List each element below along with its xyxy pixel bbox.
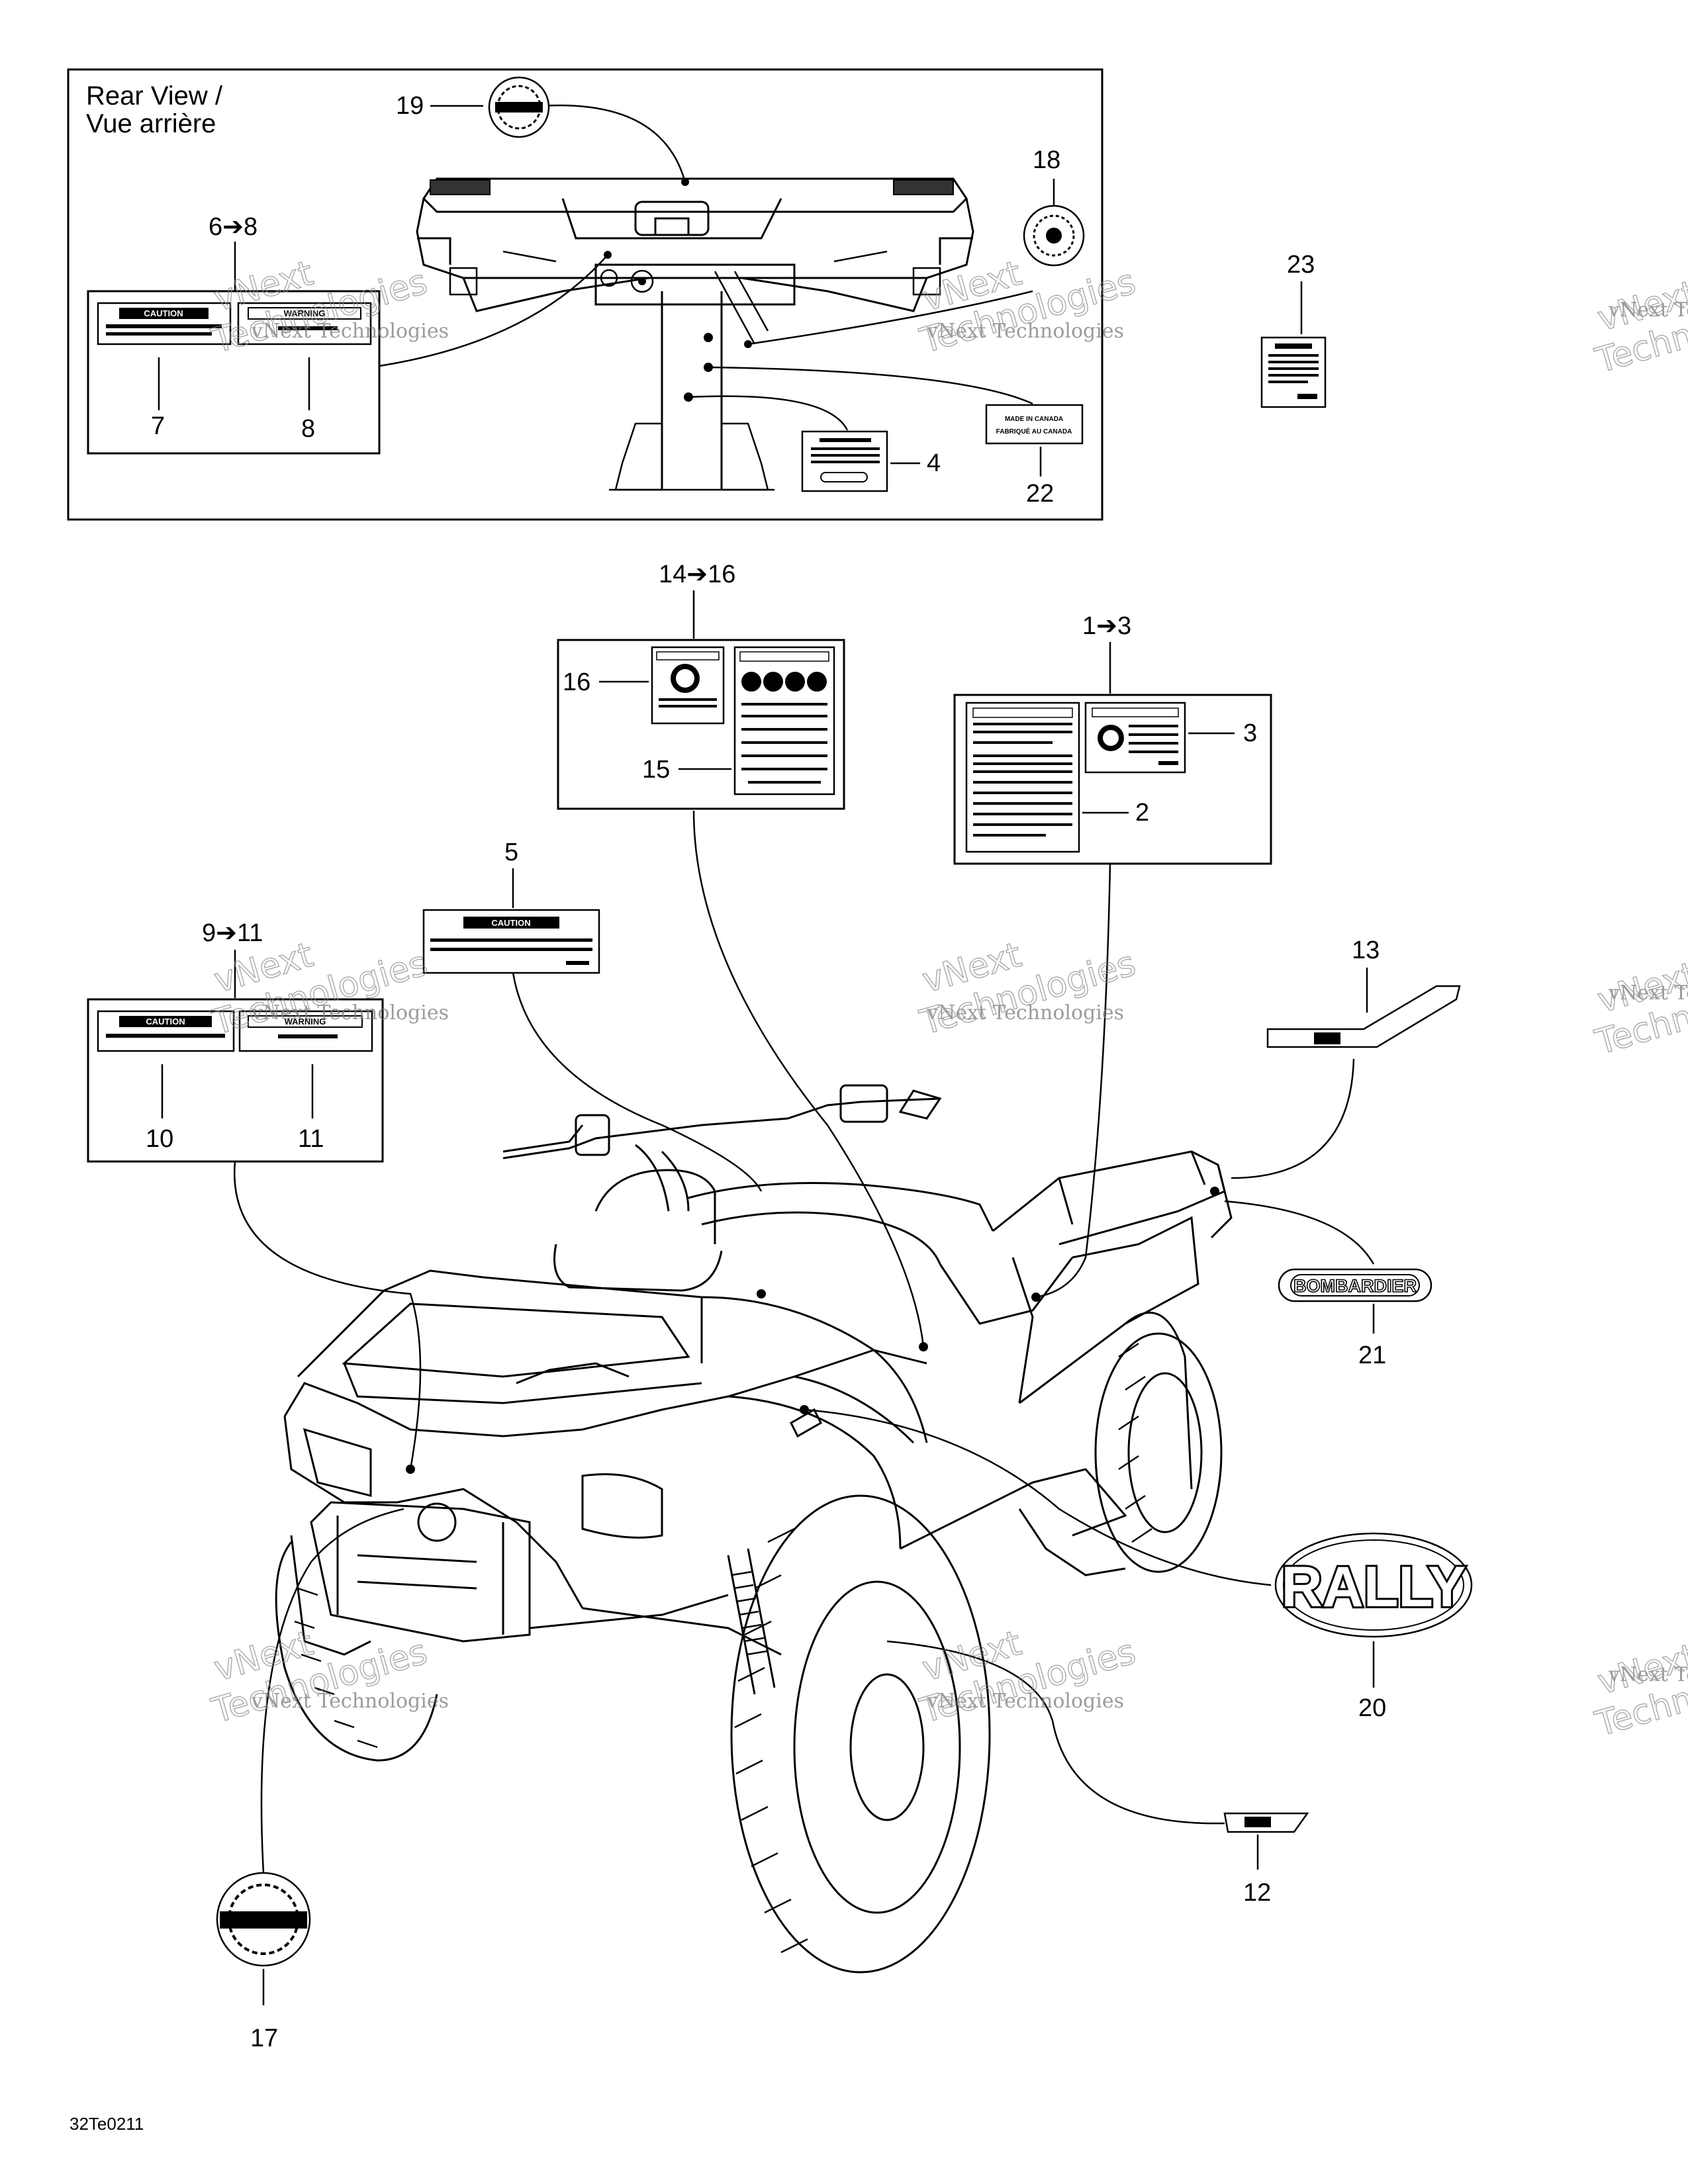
svg-text:vNext Technologies: vNext Technologies [926, 1001, 1124, 1024]
decal-5-caution: CAUTION [422, 909, 600, 974]
leader-4 [688, 395, 849, 431]
svg-text:MADE IN CANADA: MADE IN CANADA [1005, 416, 1063, 423]
leader-12 [886, 1640, 1225, 1825]
callout-3: 3 [1243, 719, 1257, 747]
callout-8: 8 [301, 415, 315, 443]
callout-20: 20 [1358, 1694, 1386, 1722]
svg-text:CAUTION: CAUTION [144, 308, 183, 318]
svg-text:BOMBARDIER: BOMBARDIER [1293, 1276, 1417, 1296]
callout-23: 23 [1287, 251, 1315, 279]
callout-6-8: 6➔8 [209, 213, 258, 241]
callout-18: 18 [1033, 146, 1060, 174]
svg-text:FABRIQUÉ AU CANADA: FABRIQUÉ AU CANADA [996, 427, 1072, 435]
decal-18-round-badge [1023, 205, 1085, 267]
callout-12: 12 [1243, 1879, 1271, 1907]
decal-7-caution: CAUTION [97, 302, 232, 345]
leader-13 [1231, 1058, 1355, 1179]
callout-11: 11 [298, 1125, 324, 1153]
callout-7: 7 [151, 412, 165, 440]
callout-13: 13 [1352, 936, 1380, 964]
callout-17: 17 [250, 2025, 278, 2052]
svg-text:CAUTION: CAUTION [146, 1017, 185, 1026]
leader-21 [1224, 1200, 1375, 1265]
rear-view-inset: Rear View / Vue arrière [67, 68, 1103, 521]
svg-text:WARNING: WARNING [285, 1017, 326, 1026]
rear-view-title: Rear View / [86, 81, 223, 111]
callout-9-11: 9➔11 [202, 919, 263, 947]
svg-text:vNext Technologies: vNext Technologies [251, 1690, 449, 1713]
svg-text:vNext Technologies: vNext Technologies [251, 1001, 449, 1024]
decal-23-warning-label [1260, 336, 1327, 408]
svg-text:vNext Technologies: vNext Technologies [926, 320, 1124, 343]
svg-text:vNext Technologies: vNext Technologies [1608, 298, 1688, 322]
decal-4-info-label [801, 430, 888, 492]
leader-14-16 [692, 810, 925, 1347]
leader-17 [260, 1508, 404, 1874]
svg-text:WARNING: WARNING [284, 308, 326, 318]
figure-code: 32Te0211 [70, 2114, 144, 2134]
svg-text:CAUTION: CAUTION [491, 918, 530, 928]
callout-10: 10 [146, 1125, 173, 1153]
svg-text:vNext Technologies: vNext Technologies [1608, 981, 1688, 1005]
callout-16: 16 [563, 668, 590, 696]
leader-18 [747, 290, 1033, 345]
atv-drawing [275, 1084, 1233, 1974]
leader-19 [542, 105, 686, 183]
leader-22 [708, 366, 1033, 405]
decal-17-bombardier-badge [216, 1872, 311, 1967]
decal-3-warning [1084, 702, 1186, 774]
svg-text:vNext Technologies: vNext Technologies [1608, 1663, 1688, 1686]
callout-21: 21 [1358, 1342, 1386, 1369]
decal-20-rally: RALLY [1274, 1532, 1473, 1638]
decal-2-warning [965, 702, 1080, 853]
svg-text:vNext Technologies: vNext Technologies [251, 320, 449, 343]
decal-13-stripe [1266, 985, 1461, 1048]
callout-1-3: 1➔3 [1082, 612, 1131, 640]
rear-vehicle-drawing [416, 177, 974, 491]
decal-10-caution: CAUTION [97, 1010, 235, 1052]
leader-6-8 [370, 254, 608, 369]
leader-9-11 [233, 1161, 422, 1470]
decal-16-warning [651, 646, 725, 725]
leader-1-3 [1035, 863, 1111, 1298]
rear-view-subtitle: Vue arrière [86, 109, 216, 138]
callout-2: 2 [1135, 799, 1149, 827]
decal-11-warning: WARNING [238, 1010, 373, 1052]
decal-22-made-in-canada: MADE IN CANADA FABRIQUÉ AU CANADA [985, 404, 1084, 445]
decal-15-warning [733, 646, 835, 796]
callout-15: 15 [642, 756, 670, 784]
callout-4: 4 [927, 449, 941, 477]
svg-text:vNext Technologies: vNext Technologies [926, 1690, 1124, 1713]
callout-14-16: 14➔16 [659, 561, 735, 588]
svg-text:RALLY: RALLY [1282, 1555, 1466, 1619]
leader-5 [512, 972, 763, 1192]
callout-19: 19 [396, 92, 424, 120]
callout-22: 22 [1026, 480, 1054, 508]
leader-20 [804, 1408, 1272, 1586]
callout-5: 5 [504, 839, 518, 866]
decal-21-bombardier: BOMBARDIER [1278, 1268, 1432, 1302]
decal-12-badge [1223, 1812, 1309, 1833]
decal-19-bombardier-badge [488, 76, 550, 138]
decal-8-warning: WARNING [237, 302, 372, 345]
